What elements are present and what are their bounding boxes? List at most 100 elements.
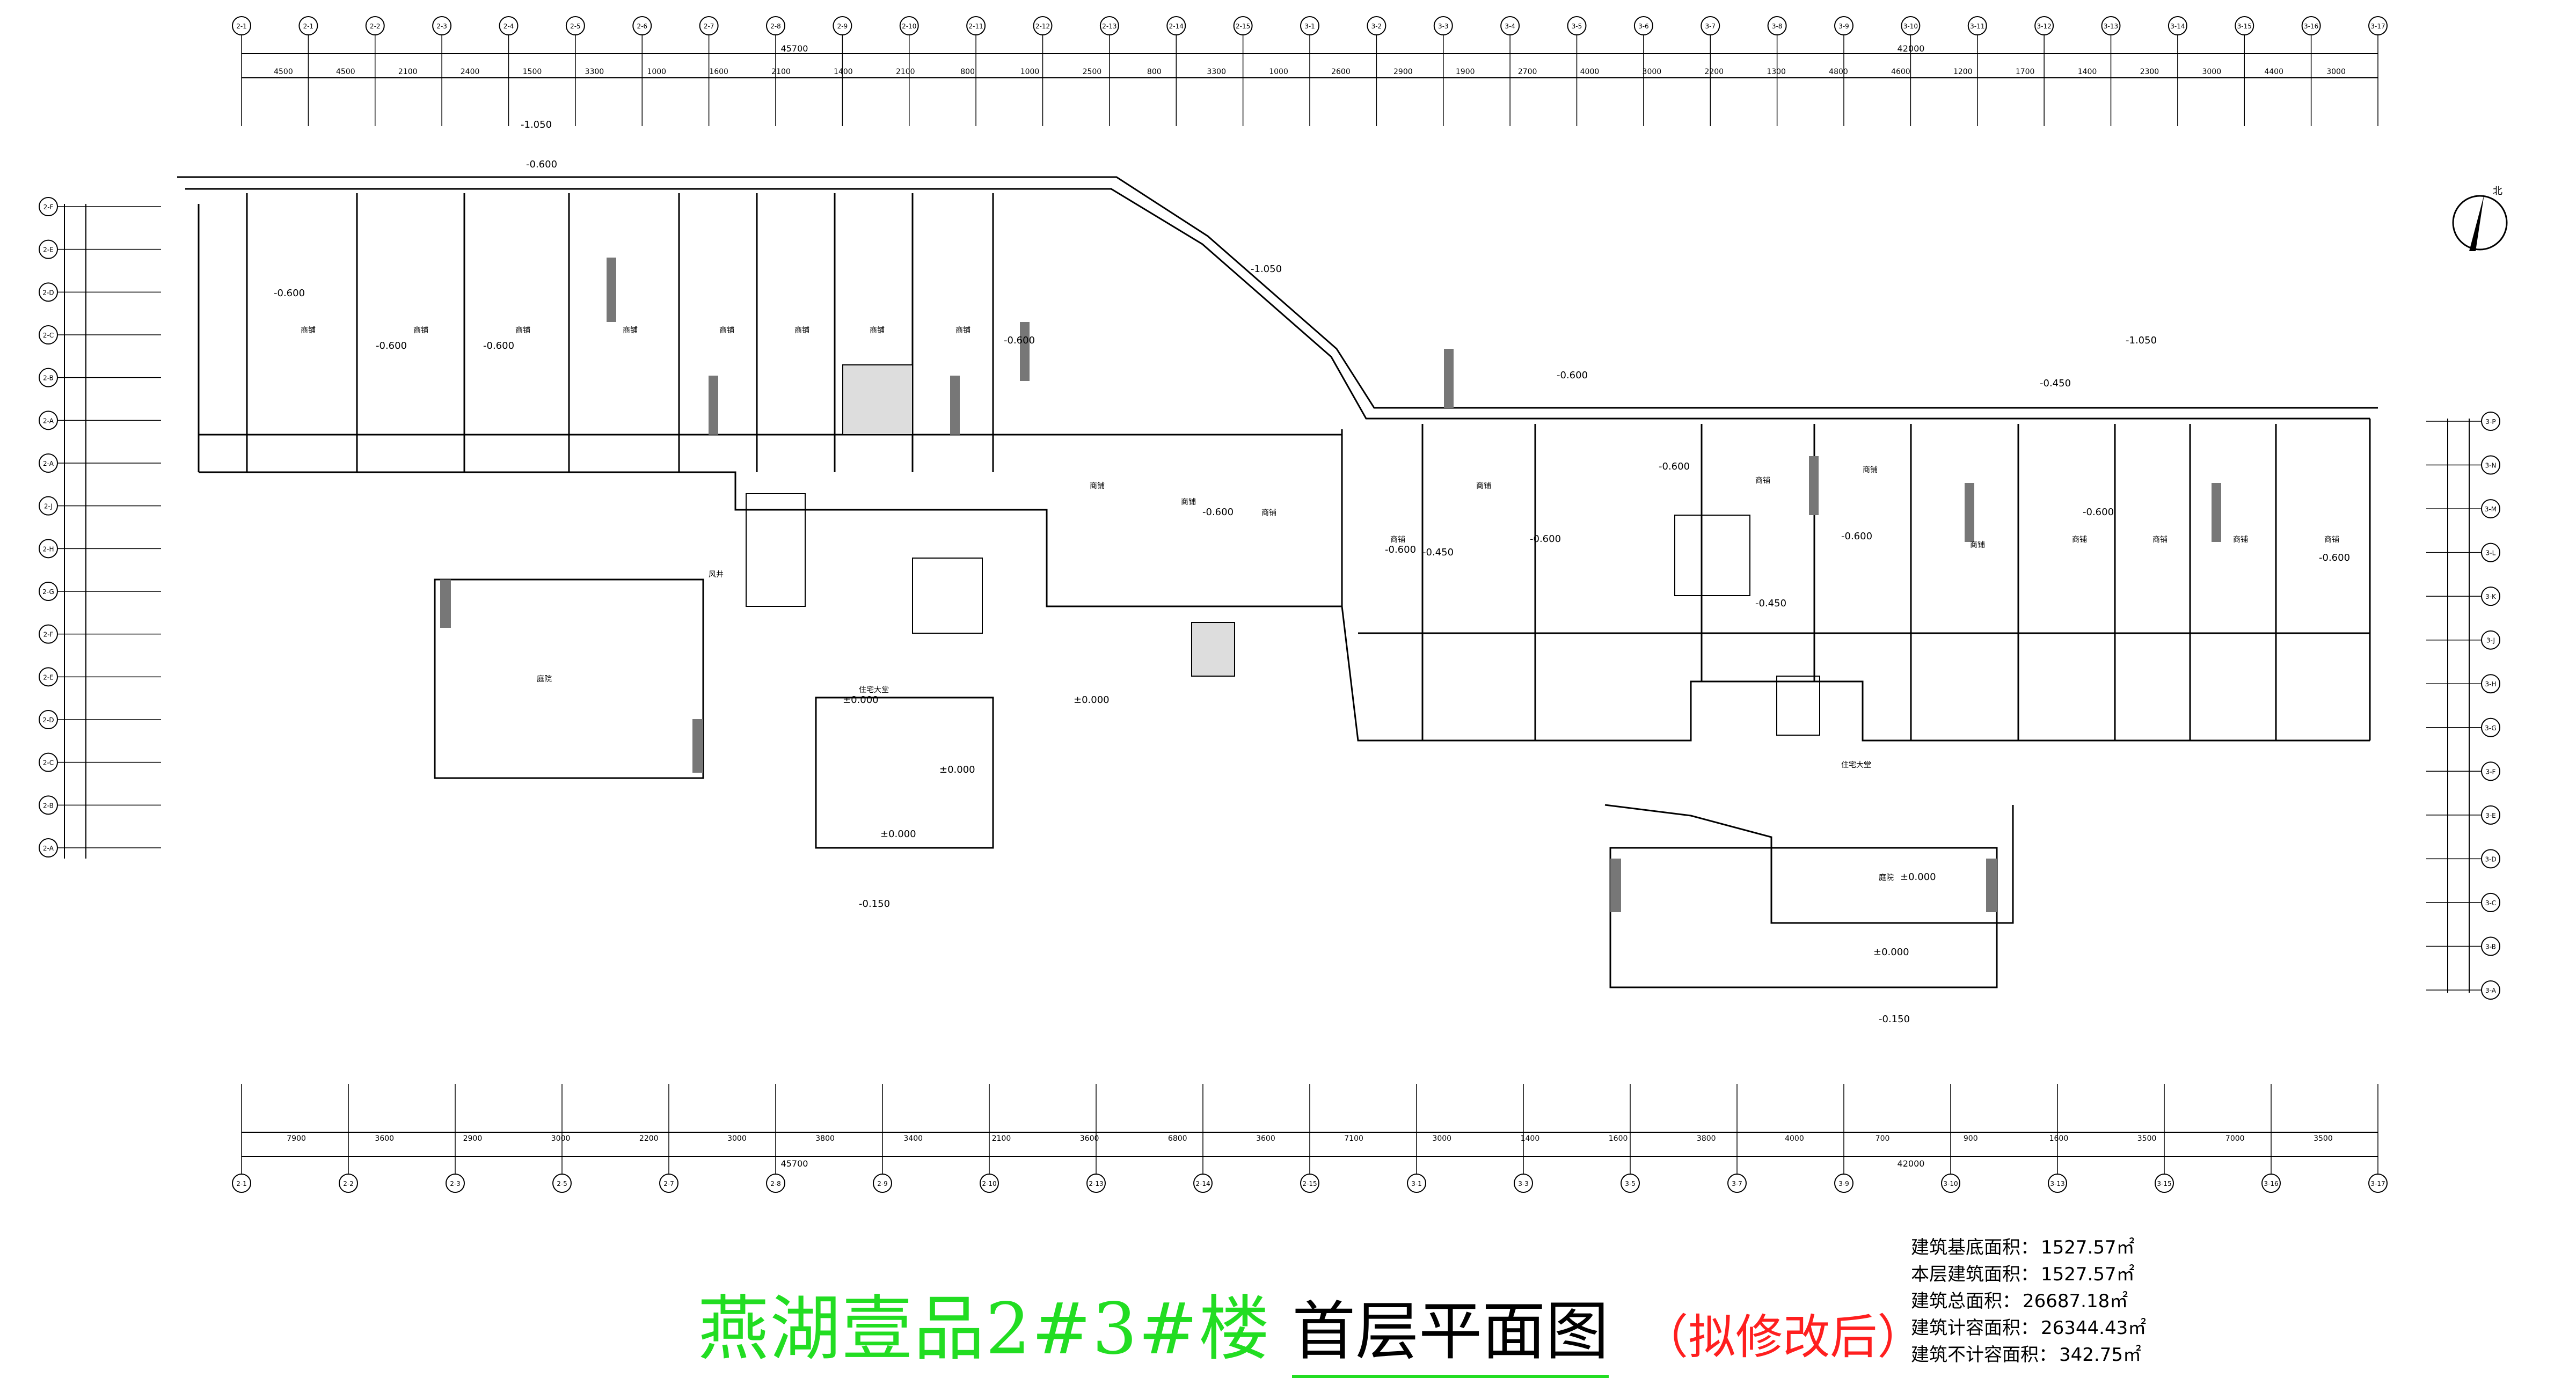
axis-top-label: 3-1: [1304, 23, 1315, 30]
axis-left-circle: [39, 197, 58, 216]
axis-top-circle: [1567, 16, 1587, 35]
level-mark: ±0.000: [939, 764, 975, 775]
bottom-total-left: 45700: [781, 1159, 808, 1169]
axis-left-label: 2-E: [43, 673, 54, 681]
axis-bottom-label: 2-13: [1089, 1180, 1103, 1188]
bottom-dimension-value: 3600: [375, 1134, 394, 1143]
shop-label: 商铺: [1261, 509, 1276, 517]
level-mark: -0.600: [1202, 507, 1234, 518]
axis-left-label: 2-D: [42, 716, 54, 724]
lift-and-stair-cores: [746, 364, 1820, 736]
axis-left-label: 2-B: [43, 802, 54, 809]
axis-bottom-circle: [2261, 1174, 2281, 1193]
axis-top-circle: [1367, 16, 1386, 35]
drawing-subtitle: 首层平面图: [1292, 1280, 1609, 1378]
axis-left-label: 2-A: [43, 460, 54, 467]
axis-right-label: 3-E: [2485, 812, 2496, 819]
axis-top-label: 3-15: [2237, 23, 2252, 30]
bottom-dimension-value: 1600: [1609, 1134, 1628, 1143]
left-dimension-lines: [64, 204, 86, 859]
level-mark: -0.600: [2319, 552, 2350, 563]
axis-right-circle: [2481, 412, 2500, 431]
level-mark: -0.450: [1422, 547, 1454, 558]
axis-left-label: 2-C: [43, 332, 54, 339]
axis-top-label: 2-1: [303, 23, 314, 30]
shop-label: 商铺: [2324, 536, 2339, 544]
stat-value: 1527.57㎡: [2041, 1237, 2135, 1258]
axis-bottom-label: 3-16: [2264, 1180, 2278, 1188]
top-dimension-value: 800: [960, 68, 975, 76]
axis-top-label: 3-4: [1505, 23, 1515, 30]
area-statistics: 建筑基底面积：1527.57㎡ 本层建筑面积：1527.57㎡ 建筑总面积：26…: [1911, 1234, 2233, 1368]
axis-bottom-circle: [1621, 1174, 1640, 1193]
bottom-dimension-value: 900: [1964, 1134, 1978, 1143]
shop-label: 商铺: [2152, 536, 2168, 544]
axis-top-circle: [1901, 16, 1921, 35]
axis-top-label: 3-12: [2037, 23, 2052, 30]
top-dimension-value: 2500: [1083, 68, 1102, 76]
axis-top-label: 3-10: [1903, 23, 1918, 30]
axis-right-label: 3-N: [2485, 462, 2497, 470]
bottom-dimension-value: 3000: [551, 1134, 571, 1143]
top-total-left: 45700: [781, 43, 808, 54]
level-mark: -0.450: [1755, 598, 1786, 609]
axis-top-circle: [766, 16, 785, 35]
north-letter: 北: [2493, 186, 2502, 197]
top-dimension-value: 3000: [2202, 68, 2221, 76]
axis-right-label: 3-P: [2485, 418, 2495, 426]
axis-bottom-circle: [2368, 1174, 2388, 1193]
level-mark: ±0.000: [880, 829, 916, 840]
top-dimension-value: 2100: [398, 68, 418, 76]
axis-right-circle: [2481, 674, 2500, 694]
axis-top-circle: [232, 16, 251, 35]
axis-left-label: 2-E: [43, 246, 54, 254]
drawing-title: 燕湖壹品2#3#楼 首层平面图 （拟修改后）: [698, 1272, 1924, 1378]
axis-top-label: 3-2: [1371, 23, 1382, 30]
axis-bottom-label: 3-15: [2157, 1180, 2171, 1188]
axis-bottom-label: 2-7: [663, 1180, 674, 1188]
axis-bottom-circle: [1941, 1174, 1960, 1193]
revision-note: （拟修改后）: [1641, 1309, 1925, 1365]
axis-bottom-circle: [446, 1174, 465, 1193]
top-total-right: 42000: [1898, 43, 1925, 54]
axis-top-label: 2-7: [704, 23, 714, 30]
top-dimension-value: 1400: [2078, 68, 2097, 76]
axis-left-label: 2-F: [43, 203, 54, 211]
axis-top-label: 3-8: [1772, 23, 1783, 30]
bottom-dimension-value: 3800: [815, 1134, 835, 1143]
axis-left-circle: [39, 667, 58, 687]
top-dimension-value: 3000: [2326, 68, 2346, 76]
level-mark: -0.600: [2083, 507, 2114, 518]
axis-top-circle: [2235, 16, 2254, 35]
axis-bottom-circle: [552, 1174, 572, 1193]
axis-right-circle: [2481, 805, 2500, 825]
shop-label: 商铺: [2072, 536, 2087, 544]
top-dimension-value: 2300: [2140, 68, 2159, 76]
shop-label: 商铺: [1970, 541, 1985, 549]
level-mark: -0.450: [2040, 378, 2071, 389]
bottom-dimension-value: 700: [1876, 1134, 1890, 1143]
level-mark: -0.600: [483, 340, 514, 351]
top-dimension-value: 2700: [1518, 68, 1537, 76]
axis-bottom-label: 3-17: [2370, 1180, 2385, 1188]
axis-top-circle: [1767, 16, 1787, 35]
axis-top-circle: [2034, 16, 2054, 35]
axis-top-label: 2-4: [503, 23, 514, 30]
axis-right-circle: [2481, 543, 2500, 562]
top-dimension-value: 2900: [1393, 68, 1413, 76]
axis-bottom-circle: [2155, 1174, 2174, 1193]
shop-label: 商铺: [1390, 536, 1405, 544]
axis-top-circle: [565, 16, 585, 35]
stat-row: 建筑总面积：26687.18㎡: [1911, 1288, 2233, 1315]
shop-label: 商铺: [1181, 498, 1196, 507]
axis-top-circle: [899, 16, 919, 35]
stat-row: 建筑不计容面积：342.75㎡: [1911, 1342, 2233, 1368]
bottom-dimension-value: 7100: [1344, 1134, 1363, 1143]
bottom-dimension-value: 3500: [2137, 1134, 2157, 1143]
axis-bottom-circle: [1193, 1174, 1213, 1193]
axis-right-circle: [2481, 892, 2500, 912]
axis-top-label: 3-7: [1705, 23, 1716, 30]
bottom-dimension-value: 2900: [463, 1134, 483, 1143]
axis-left-circle: [39, 795, 58, 815]
